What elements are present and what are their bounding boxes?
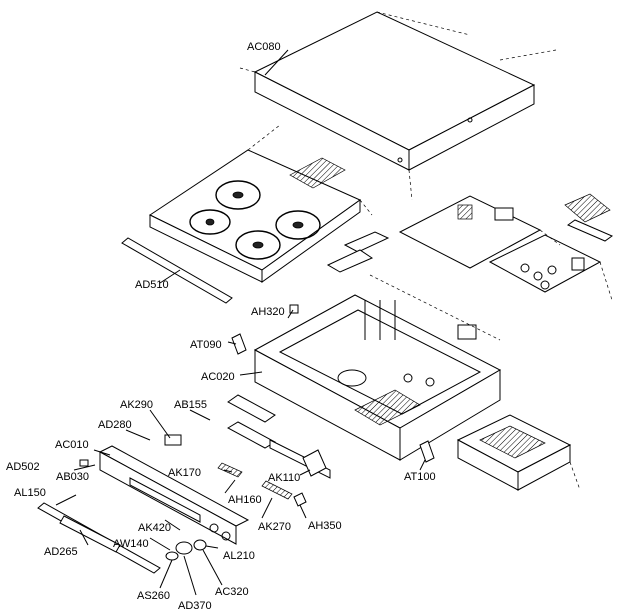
label-AD280: AD280 — [98, 419, 132, 431]
label-AL210: AL210 — [223, 550, 255, 562]
front-trim-bar — [121, 237, 233, 304]
knobs — [165, 492, 307, 561]
label-AH160: AH160 — [228, 494, 262, 506]
top-cover — [239, 11, 557, 201]
transformer-unit — [456, 414, 581, 491]
label-AB155: AB155 — [174, 399, 207, 411]
label-AW140: AW140 — [113, 538, 149, 550]
label-AC010: AC010 — [55, 439, 89, 451]
label-AB030: AB030 — [56, 471, 89, 483]
label-AK420: AK420 — [138, 522, 171, 534]
leader-lines — [55, 49, 426, 596]
label-AK110: AK110 — [268, 472, 300, 484]
label-AD502: AD502 — [6, 461, 40, 473]
front-trim-lower — [37, 502, 161, 574]
label-AK170: AK170 — [168, 467, 201, 479]
label-AC080: AC080 — [247, 41, 281, 53]
label-AK290: AK290 — [120, 399, 153, 411]
small-fittings — [231, 304, 435, 463]
part-labels: AC080 AD510 AH320 AT090 AC020 AK290 AB15… — [6, 41, 436, 612]
label-AD510: AD510 — [135, 279, 169, 291]
label-AH350: AH350 — [308, 520, 342, 532]
label-AK270: AK270 — [258, 521, 291, 533]
front-panel — [79, 445, 250, 545]
label-AH320: AH320 — [251, 306, 285, 318]
label-AT090: AT090 — [190, 339, 222, 351]
label-AT100: AT100 — [404, 471, 436, 483]
circuit-boards — [326, 193, 614, 301]
front-brackets — [164, 394, 331, 500]
label-AD265: AD265 — [44, 546, 78, 558]
label-AC020: AC020 — [201, 371, 235, 383]
label-AL150: AL150 — [14, 487, 46, 499]
label-AD370: AD370 — [178, 600, 212, 612]
label-AC320: AC320 — [215, 586, 249, 598]
main-chassis — [253, 274, 502, 461]
label-AS260: AS260 — [137, 590, 170, 602]
disc-changer-mechanism — [148, 124, 373, 283]
